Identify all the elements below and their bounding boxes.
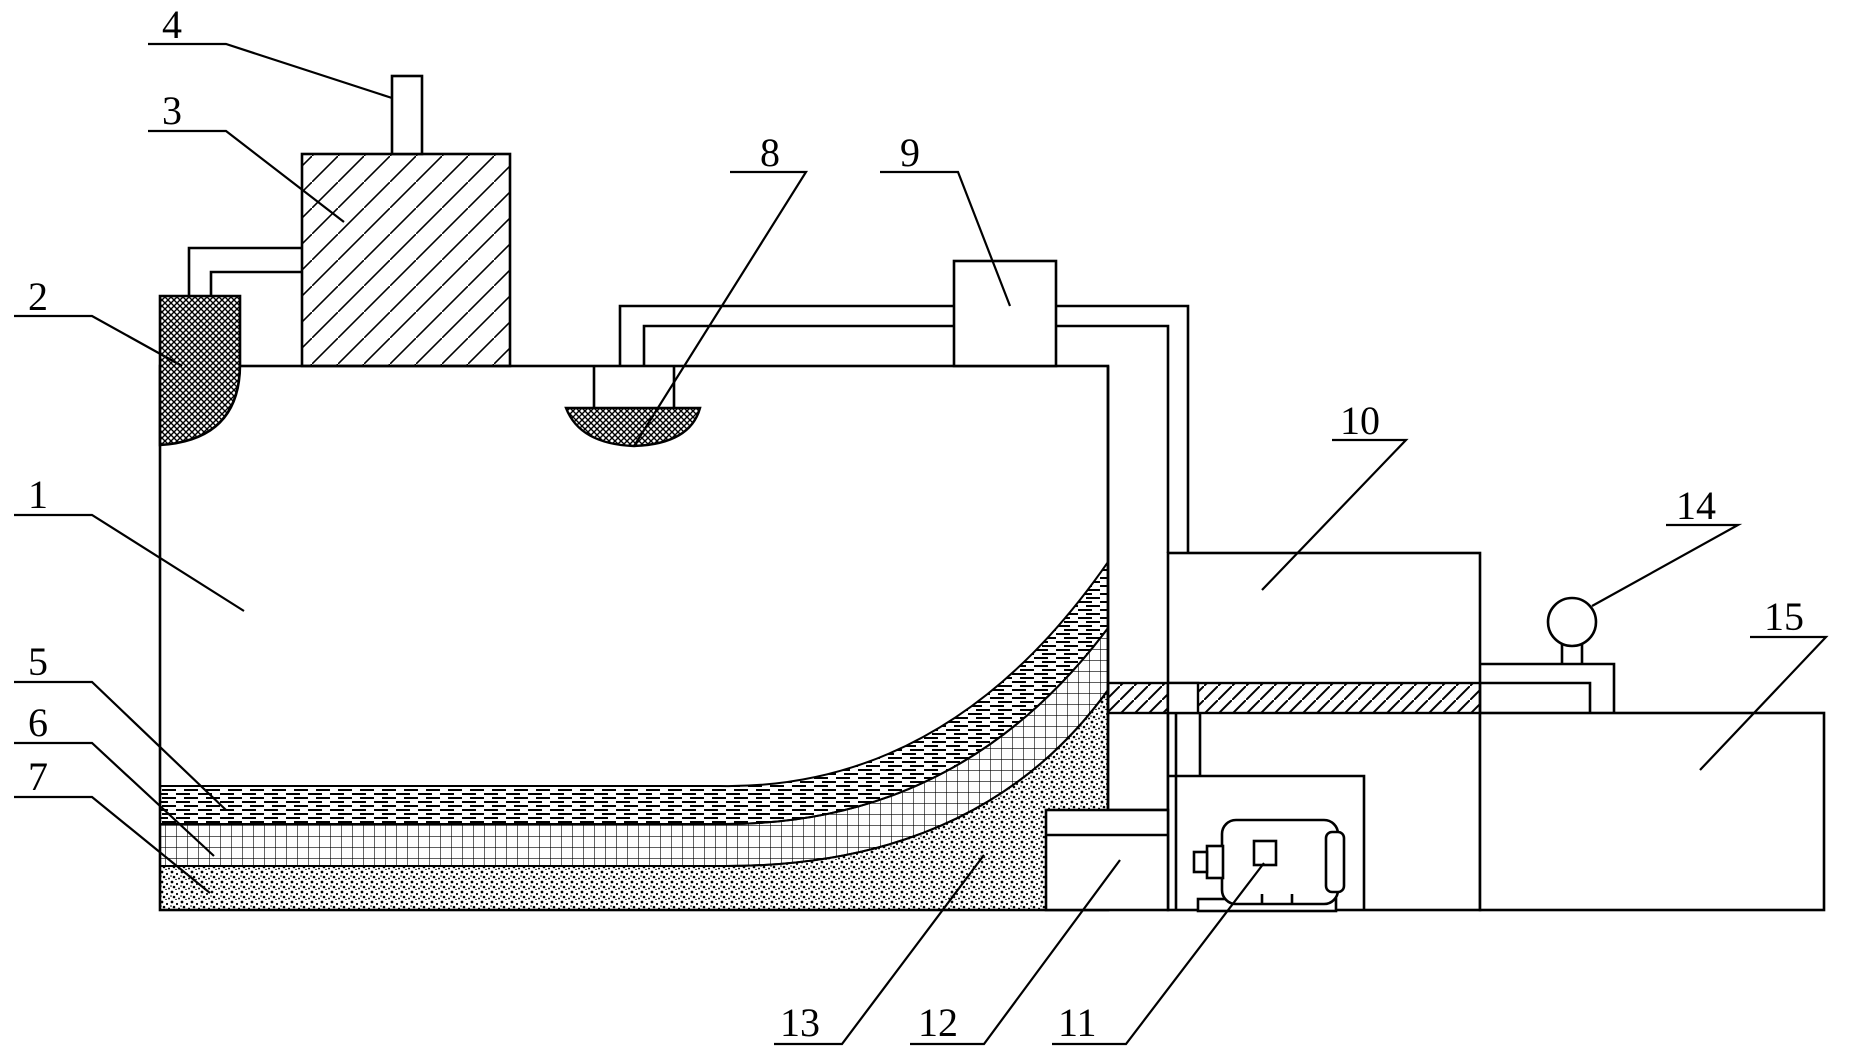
label-2: 2 — [28, 274, 48, 319]
label-9: 9 — [900, 130, 920, 175]
filter-box-3 — [187, 152, 512, 368]
label-3: 3 — [162, 88, 182, 133]
label-1: 1 — [28, 472, 48, 517]
label-14: 14 — [1676, 483, 1716, 528]
pump-box-9 — [618, 259, 1190, 553]
riser-pipe — [1106, 366, 1170, 812]
vent-pipe-4 — [390, 74, 424, 156]
label-4: 4 — [162, 2, 182, 47]
hatched-beam — [1106, 681, 1482, 910]
motor-housing — [1168, 774, 1366, 910]
leader-lines — [14, 42, 1829, 1046]
inlet-cap-2 — [158, 294, 242, 447]
label-8: 8 — [760, 130, 780, 175]
label-13: 13 — [780, 1000, 820, 1045]
box-12 — [1044, 808, 1170, 912]
gauge-14 — [1480, 596, 1616, 713]
main-tank — [158, 364, 1110, 912]
tank-15 — [1478, 711, 1826, 912]
motor-11 — [1192, 818, 1346, 913]
label-6: 6 — [28, 700, 48, 745]
label-15: 15 — [1764, 594, 1804, 639]
labels: 4 3 2 8 9 10 14 15 1 5 6 7 13 12 11 — [28, 2, 1804, 1045]
label-12: 12 — [918, 1000, 958, 1045]
label-5: 5 — [28, 639, 48, 684]
label-10: 10 — [1340, 398, 1380, 443]
label-11: 11 — [1058, 1000, 1097, 1045]
label-7: 7 — [28, 754, 48, 799]
